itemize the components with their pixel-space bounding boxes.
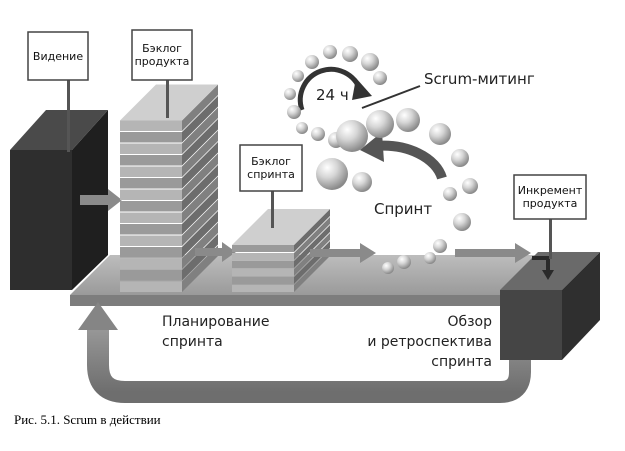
sprint-backlog-layer-front xyxy=(232,253,294,260)
feedback-loop-arrowhead xyxy=(78,302,118,330)
bubble xyxy=(451,149,469,167)
sprint-backlog-layer-side xyxy=(294,217,330,260)
arrow-into-increment-head xyxy=(542,270,554,280)
bubble xyxy=(342,46,358,62)
bubble xyxy=(366,110,394,138)
product-backlog-layer-side xyxy=(182,211,218,258)
bubble xyxy=(352,172,372,192)
sign-increment-text: Инкремент продукта xyxy=(517,184,583,210)
daily-cycle-arrowhead xyxy=(352,78,372,100)
product-backlog-layer-front xyxy=(120,189,182,200)
product-backlog-layer-front xyxy=(120,120,182,131)
sprint-backlog-stack xyxy=(232,209,330,292)
product-backlog-layer-front xyxy=(120,178,182,189)
label-24h: 24 ч xyxy=(316,86,349,104)
arrow-vision-to-backlog xyxy=(80,189,122,211)
label-sprint: Спринт xyxy=(374,200,433,218)
product-backlog-layer-front xyxy=(120,166,182,177)
label-scrum-meeting: Scrum-митинг xyxy=(424,70,535,88)
product-backlog-layer-side xyxy=(182,165,218,212)
bubble xyxy=(373,71,387,85)
product-backlog-layer-front xyxy=(120,235,182,246)
bubble xyxy=(429,123,451,145)
product-backlog-layer-front xyxy=(120,143,182,154)
product-backlog-layer-side xyxy=(182,96,218,143)
sprint-backlog-layer-front xyxy=(232,269,294,276)
bubble xyxy=(361,53,379,71)
sprint-backlog-layer-front xyxy=(232,277,294,284)
product-backlog-stack xyxy=(120,84,218,292)
daily-cycle-arrow xyxy=(297,66,363,111)
sign-sprint-backlog-text: Бэклог спринта xyxy=(247,155,295,181)
product-backlog-layer-side xyxy=(182,199,218,246)
arrow-to-increment xyxy=(455,243,531,263)
product-backlog-layer-front xyxy=(120,132,182,143)
bubble xyxy=(443,187,457,201)
product-backlog-layer-side xyxy=(182,245,218,292)
bubble xyxy=(397,255,411,269)
product-backlog-layer-side xyxy=(182,130,218,177)
sign-increment xyxy=(513,174,587,259)
sprint-backlog-layer-front xyxy=(232,285,294,292)
product-backlog-layer-side xyxy=(182,107,218,154)
sprint-backlog-layer-front xyxy=(232,261,294,268)
sprint-backlog-layer-side xyxy=(294,209,330,252)
sprint-backlog-layer-side xyxy=(294,249,330,292)
bubble xyxy=(433,239,447,253)
product-backlog-layer-side xyxy=(182,234,218,281)
feedback-loop-arrow xyxy=(87,325,531,403)
sign-product-backlog-text: Бэклог продукта xyxy=(134,42,190,68)
bubble xyxy=(296,122,308,134)
sprint-cycle-arrow xyxy=(375,140,447,180)
product-backlog-layer-side xyxy=(182,84,218,131)
product-backlog-layer-front xyxy=(120,155,182,166)
bubble xyxy=(462,178,478,194)
product-backlog-layer-side xyxy=(182,119,218,166)
increment-block xyxy=(500,252,600,360)
scrum-meeting-pointer xyxy=(361,85,421,109)
sprint-backlog-layer-side xyxy=(294,225,330,268)
bubble xyxy=(396,108,420,132)
product-backlog-layer-front xyxy=(120,281,182,292)
bubble xyxy=(382,262,394,274)
bubbles xyxy=(284,45,478,274)
product-backlog-layer-side xyxy=(182,153,218,200)
sprint-backlog-layer-front xyxy=(232,245,294,252)
product-backlog-layer-side xyxy=(182,188,218,235)
bubble xyxy=(284,88,296,100)
arrow-into-increment xyxy=(532,256,550,272)
bubble xyxy=(292,70,304,82)
process-track-front xyxy=(70,295,560,306)
product-backlog-layer-front xyxy=(120,224,182,235)
figure-caption: Рис. 5.1. Scrum в действии xyxy=(14,412,161,427)
bubble xyxy=(287,105,301,119)
label-sprint-planning: Планирование спринта xyxy=(162,314,270,350)
product-backlog-layer-side xyxy=(182,142,218,189)
bubble xyxy=(305,55,319,69)
bubble xyxy=(323,45,337,59)
sprint-cycle-arrowhead xyxy=(360,132,384,162)
bubble xyxy=(424,252,436,264)
product-backlog-layer-front xyxy=(120,247,182,258)
bubble xyxy=(336,120,368,152)
sign-product-backlog xyxy=(131,29,193,118)
sign-vision xyxy=(27,31,89,152)
sprint-backlog-top xyxy=(232,209,330,245)
sign-vision-text: Видение xyxy=(32,50,84,63)
product-backlog-layer-front xyxy=(120,258,182,269)
bubble xyxy=(311,127,325,141)
arrow-to-sprint xyxy=(310,243,376,263)
sign-sprint-backlog xyxy=(239,144,303,228)
label-review: Обзор и ретроспектива спринта xyxy=(367,314,492,370)
product-backlog-layer-front xyxy=(120,270,182,281)
product-backlog-layer-side xyxy=(182,222,218,269)
product-backlog-layer-front xyxy=(120,201,182,212)
arrow-backlog-to-sprint xyxy=(195,242,236,262)
product-backlog-layer-front xyxy=(120,212,182,223)
bubble xyxy=(316,158,348,190)
bubble xyxy=(453,213,471,231)
product-backlog-layer-side xyxy=(182,176,218,223)
